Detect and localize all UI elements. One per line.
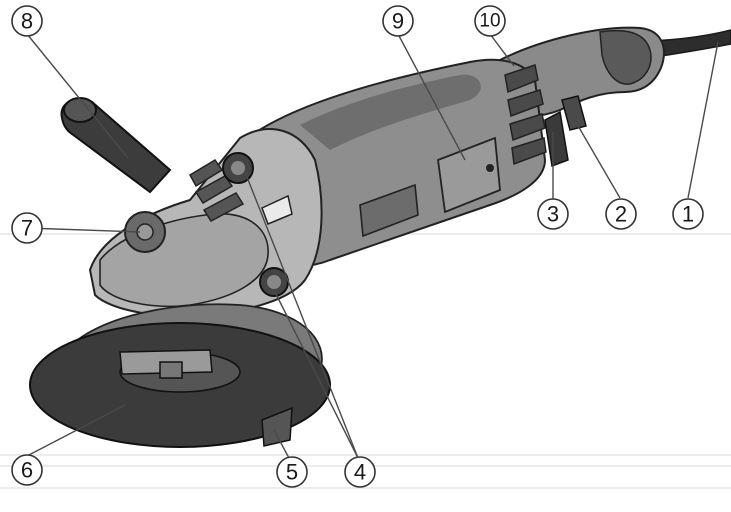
power-switch	[544, 110, 569, 168]
svg-text:8: 8	[21, 9, 33, 34]
side-handle-end	[63, 97, 97, 123]
leader-lines	[26, 33, 719, 461]
svg-text:5: 5	[286, 460, 298, 485]
callout-9: 9	[382, 5, 414, 37]
rear-vents	[504, 64, 547, 166]
callout-3: 3	[537, 198, 569, 230]
guard-lever	[261, 194, 293, 225]
switch-lock	[561, 95, 587, 131]
housing-top-shade	[300, 74, 481, 150]
label-plate-screw	[486, 164, 494, 172]
housing-recess	[359, 183, 419, 238]
svg-text:6: 6	[21, 458, 33, 483]
handle-mount-top-inner	[231, 161, 245, 175]
callout-5: 5	[276, 456, 308, 488]
rating-label-plate	[437, 136, 501, 214]
rear-handle-grip	[599, 29, 652, 85]
svg-text:4: 4	[354, 460, 366, 485]
callout-10: 10	[474, 5, 506, 37]
svg-text:1: 1	[682, 202, 694, 227]
flange-nut	[159, 361, 183, 379]
svg-text:10: 10	[479, 11, 500, 32]
svg-text:2: 2	[615, 202, 627, 227]
callout-6: 6	[11, 454, 43, 486]
callout-2: 2	[605, 198, 637, 230]
svg-text:9: 9	[392, 9, 404, 34]
guard-clamp-tab	[261, 406, 293, 447]
svg-text:7: 7	[21, 216, 33, 241]
gear-head-vents	[188, 158, 245, 222]
callout-7: 7	[11, 212, 43, 244]
callout-8: 8	[11, 5, 43, 37]
callout-1: 1	[672, 198, 704, 230]
callout-4: 4	[344, 456, 376, 488]
svg-text:3: 3	[547, 202, 559, 227]
handle-mount-side-inner	[267, 275, 281, 289]
